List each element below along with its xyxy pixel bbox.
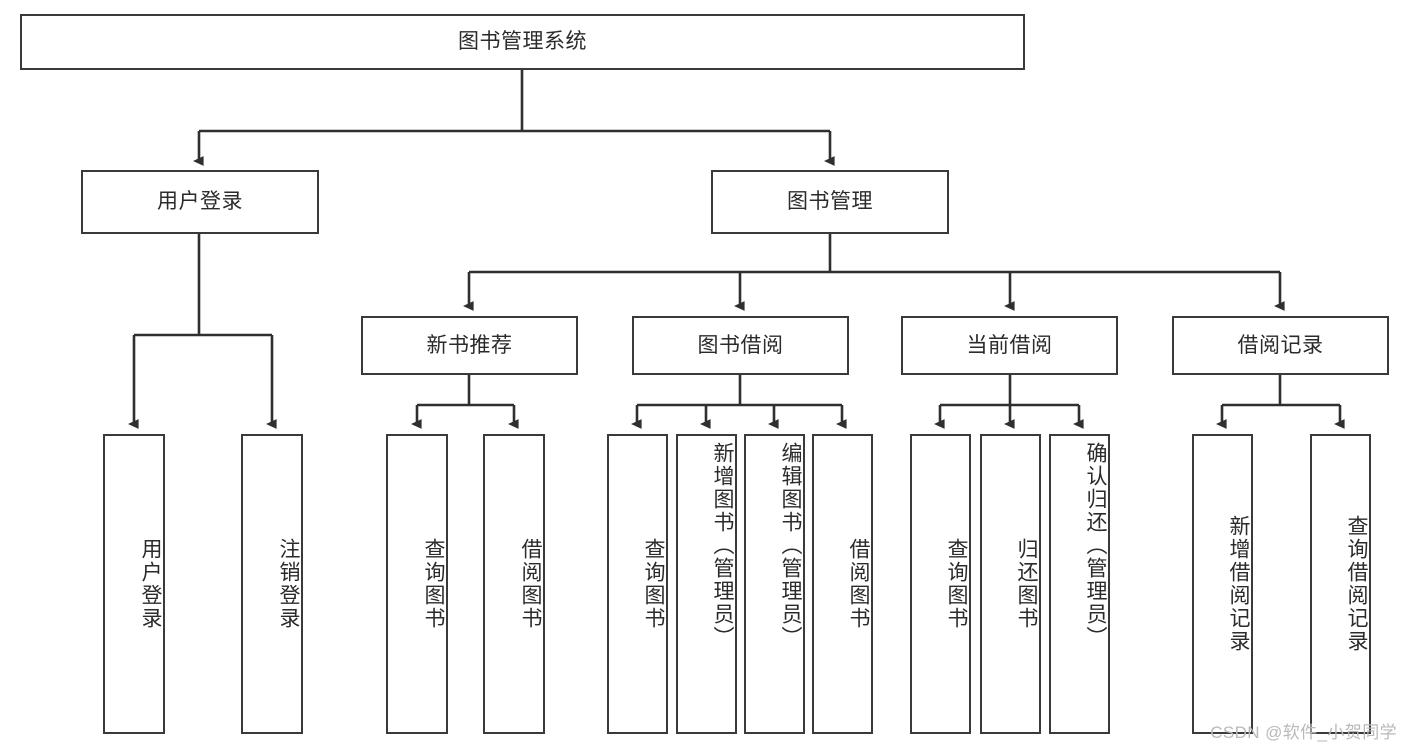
node-leaf-query-book-3[interactable]: 查询图书 [910, 434, 971, 734]
node-leaf-query-book-2-label: 查询图书 [642, 538, 665, 630]
node-leaf-borrow-book-2[interactable]: 借阅图书 [812, 434, 873, 734]
node-leaf-borrow-book-2-label: 借阅图书 [847, 538, 870, 630]
node-leaf-borrow-book-1-label: 借阅图书 [519, 538, 542, 630]
node-root-label: 图书管理系统 [458, 30, 587, 54]
node-book-borrow[interactable]: 图书借阅 [632, 316, 849, 375]
node-borrow-record[interactable]: 借阅记录 [1172, 316, 1389, 375]
node-leaf-return-book-label: 归还图书 [1015, 538, 1038, 630]
node-leaf-logout-login-label: 注销登录 [277, 538, 300, 630]
node-leaf-add-record[interactable]: 新增借阅记录 [1192, 434, 1253, 734]
node-book-manage[interactable]: 图书管理 [711, 170, 949, 234]
node-leaf-add-record-label: 新增借阅记录 [1227, 515, 1250, 653]
node-leaf-borrow-book-1[interactable]: 借阅图书 [483, 434, 545, 734]
node-user-login-label: 用户登录 [157, 190, 243, 214]
node-leaf-edit-book-label: 编辑图书（管理员） [779, 442, 802, 649]
node-leaf-query-book-1[interactable]: 查询图书 [386, 434, 448, 734]
node-leaf-edit-book[interactable]: 编辑图书（管理员） [744, 434, 805, 734]
node-current-borrow[interactable]: 当前借阅 [901, 316, 1118, 375]
node-leaf-query-book-3-label: 查询图书 [945, 538, 968, 630]
node-leaf-add-book[interactable]: 新增图书（管理员） [676, 434, 737, 734]
node-user-login[interactable]: 用户登录 [81, 170, 319, 234]
node-leaf-query-book-2[interactable]: 查询图书 [607, 434, 668, 734]
node-leaf-confirm-return[interactable]: 确认归还（管理员） [1049, 434, 1110, 734]
node-root[interactable]: 图书管理系统 [20, 14, 1025, 70]
node-leaf-logout-login[interactable]: 注销登录 [241, 434, 303, 734]
node-book-manage-label: 图书管理 [787, 190, 873, 214]
node-leaf-user-login[interactable]: 用户登录 [103, 434, 165, 734]
node-new-book-recommend[interactable]: 新书推荐 [361, 316, 578, 375]
node-leaf-confirm-return-label: 确认归还（管理员） [1084, 442, 1107, 649]
node-borrow-record-label: 借阅记录 [1237, 333, 1324, 357]
node-current-borrow-label: 当前借阅 [966, 333, 1053, 357]
node-leaf-return-book[interactable]: 归还图书 [980, 434, 1041, 734]
node-leaf-query-record-label: 查询借阅记录 [1345, 515, 1368, 653]
node-book-borrow-label: 图书借阅 [697, 333, 784, 357]
watermark: CSDN @软件_小贺同学 [1210, 723, 1397, 742]
node-leaf-query-book-1-label: 查询图书 [422, 538, 445, 630]
node-new-book-recommend-label: 新书推荐 [426, 333, 513, 357]
node-leaf-add-book-label: 新增图书（管理员） [711, 442, 734, 649]
node-leaf-query-record[interactable]: 查询借阅记录 [1310, 434, 1371, 734]
node-leaf-user-login-label: 用户登录 [139, 538, 162, 630]
